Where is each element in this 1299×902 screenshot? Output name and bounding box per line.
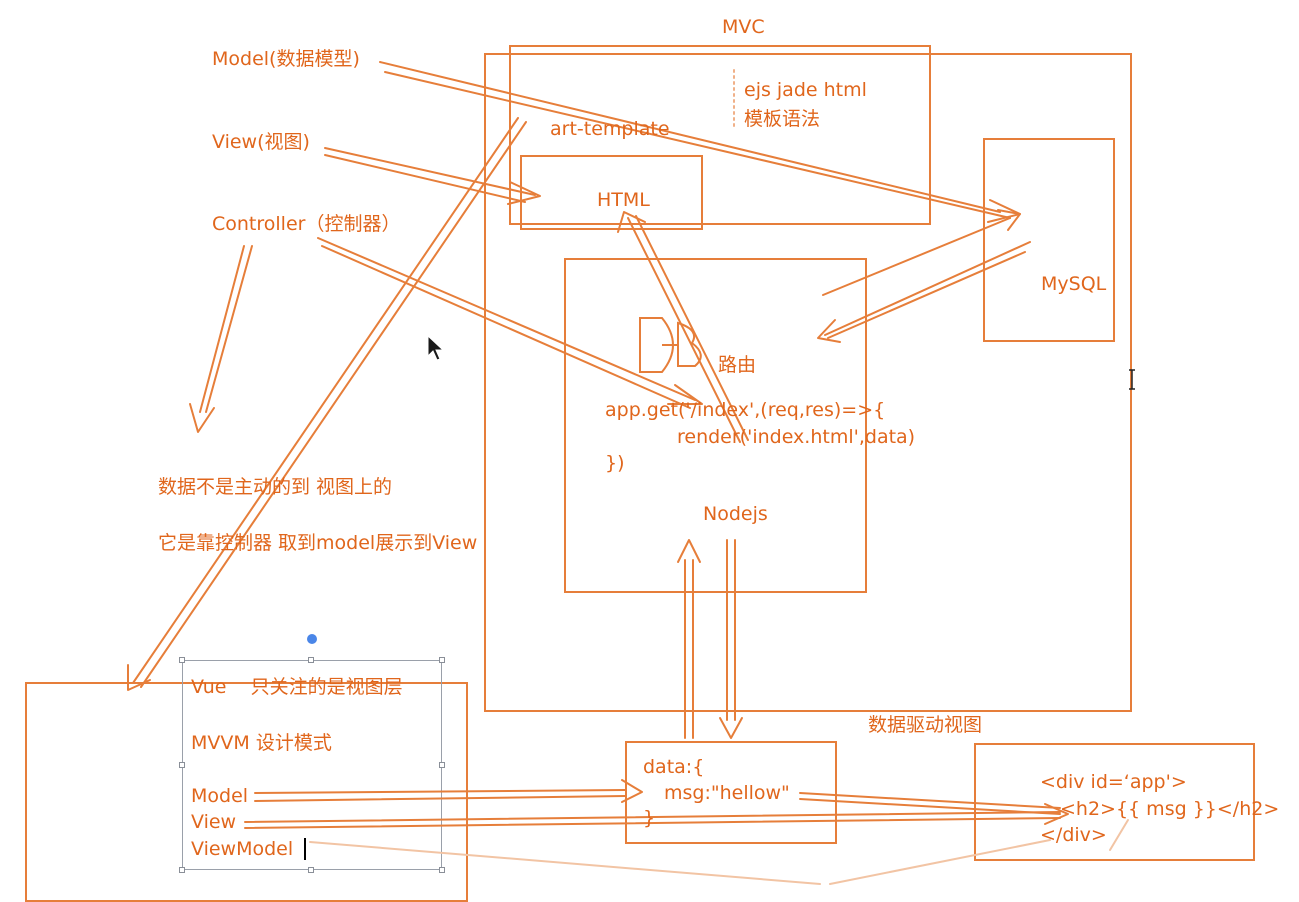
html-label: HTML [597,189,650,211]
view-to-html-arrow [324,147,536,196]
model-to-data-arrow [254,789,626,794]
code-line-2: render('index.html',data) [677,426,916,448]
view-label: View(视图) [212,131,310,153]
router-to-html-arrow [627,217,741,443]
data-to-nodejs-arrow [684,559,694,739]
vue-line[interactable]: Vue 只关注的是视图层 [191,676,403,698]
mvvm-view-label[interactable]: View [191,811,237,833]
view-html-box [974,743,1255,861]
selection-handle[interactable] [179,867,185,873]
code-line-1: app.get('/index',(req,res)=>{ [605,399,886,421]
selection-handle[interactable] [439,762,445,768]
nodejs-label: Nodejs [703,503,768,525]
mvvm-viewmodel-label[interactable]: ViewModel [191,838,294,860]
html-code-line-3: </div> [1040,824,1107,846]
nodejs-to-data-arrow [726,539,736,721]
data-to-h2-arrow [799,792,1061,809]
mysql-model-box [983,138,1115,342]
nodejs-controller-box [564,258,867,593]
model-label: Model(数据模型) [212,48,360,70]
note-line-1: 数据不是主动的到 视图上的 [158,476,393,498]
template-engines-label: ejs jade html [744,79,867,101]
html-code-line-1: <div id=‘app'> [1040,771,1187,793]
controller-label: Controller（控制器） [212,213,401,235]
controller-to-router-arrow [317,237,696,401]
data-line-1: data:{ [643,756,705,778]
selection-handle[interactable] [308,867,314,873]
mvc-outer-frame [484,53,1132,712]
data-line-2: msg:"hellow" [664,782,790,804]
text-cursor-icon [1129,369,1135,390]
art-template-label: art-template [550,118,670,140]
template-to-vue-arrow [132,117,519,684]
controller-down-arrow [205,245,253,413]
mysql-to-nodejs-arrow [824,241,1031,336]
note-line-2: 它是靠控制器 取到model展示到View [158,532,478,554]
data-driven-view-label: 数据驱动视图 [868,714,983,736]
router-icon [639,317,702,373]
selection-handle[interactable] [308,657,314,663]
nodejs-to-mysql-arrow [822,217,1011,296]
selection-handle[interactable] [179,657,185,663]
template-syntax-label: 模板语法 [744,108,821,130]
mvc-title: MVC [722,16,765,38]
viewmodel-link-line [309,841,821,885]
code-line-3: }) [605,452,625,474]
mvvm-model-label[interactable]: Model [191,785,249,807]
mouse-pointer-icon [427,334,445,361]
data-line-3: } [643,807,656,829]
html-code-line-2: <h2>{{ msg }}</h2> [1060,798,1280,820]
selection-handle[interactable] [439,657,445,663]
routing-label: 路由 [718,354,757,376]
data-object-box [625,741,837,844]
selection-handle[interactable] [179,762,185,768]
selection-handle[interactable] [439,867,445,873]
view-to-html-view-arrow [244,811,1061,823]
mysql-label: MySQL [1041,273,1107,295]
text-caret [304,838,306,860]
mvvm-line[interactable]: MVVM 设计模式 [191,732,332,754]
model-to-mysql-arrow [379,61,1001,213]
rotate-handle[interactable] [307,634,317,644]
template-engines-box [509,45,931,225]
